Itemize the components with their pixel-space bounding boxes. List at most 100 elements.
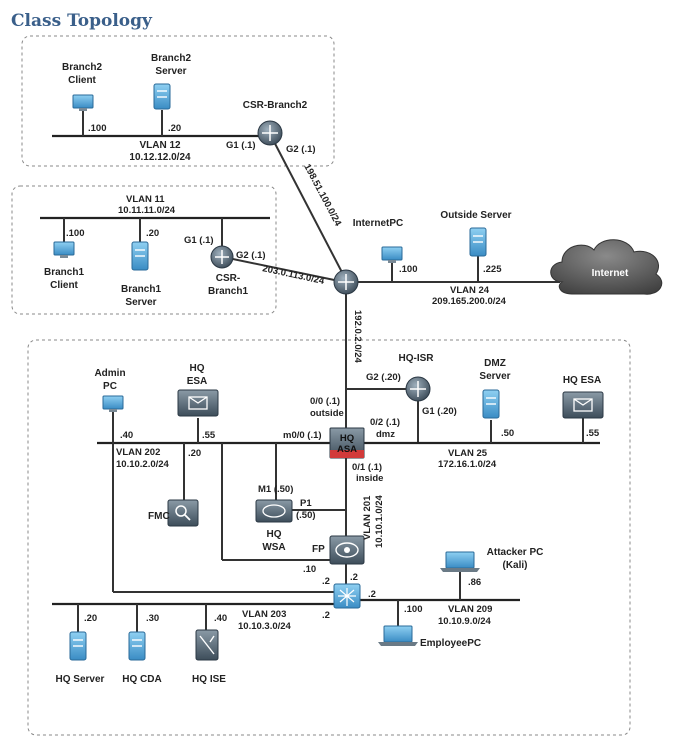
wsa-p1-ip: (.50) <box>296 510 316 521</box>
branch1-server-label-2: Server <box>125 297 156 308</box>
hq-asa-label-2: ASA <box>337 444 357 455</box>
asa-if01-zone: inside <box>356 473 383 484</box>
csr-branch2-g2: G2 (.1) <box>286 144 316 155</box>
csr-branch1-router-icon[interactable] <box>210 245 234 269</box>
vlan12-label: VLAN 12 <box>139 140 181 151</box>
vlan209-label: VLAN 209 <box>448 604 492 615</box>
hq-cda-icon[interactable] <box>128 631 146 661</box>
asa-m00-label: m0/0 (.1) <box>283 430 322 441</box>
employee-pc-label: EmployeePC <box>420 638 481 649</box>
csr-branch2-router-icon[interactable] <box>257 120 283 146</box>
dmz-server-icon[interactable] <box>482 389 500 419</box>
fp-icon[interactable] <box>329 535 365 565</box>
branch1-server-label-1: Branch1 <box>121 284 161 295</box>
branch1-client-ip: .100 <box>66 228 85 239</box>
switch-ip-vlan209: .2 <box>368 589 376 600</box>
hq-esa-right-ip: .55 <box>586 428 600 439</box>
hq-esa-right-icon[interactable] <box>562 391 604 419</box>
branch1-client-label-1: Branch1 <box>44 267 84 278</box>
employee-pc-icon[interactable] <box>378 625 418 646</box>
internet-cloud-label: Internet <box>592 268 629 279</box>
hq-ise-label: HQ ISE <box>192 674 226 685</box>
hq-esa-left-label-1: HQ <box>190 363 205 374</box>
vlan11-label: VLAN 11 <box>126 194 165 205</box>
switch-ip-vlan203: .2 <box>322 610 330 621</box>
branch2-client-ip: .100 <box>88 123 107 134</box>
csr-branch1-label-2: Branch1 <box>208 286 248 297</box>
hq-isr-label: HQ-ISR <box>399 353 435 364</box>
vlan202-subnet: 10.10.2.0/24 <box>116 459 170 470</box>
branch1-client-icon[interactable] <box>53 241 75 258</box>
internet-cloud-icon: Internet <box>550 239 663 295</box>
hq-server-icon[interactable] <box>69 631 87 661</box>
branch2-region <box>21 35 335 167</box>
wsa-m1-label: M1 (.50) <box>258 484 293 495</box>
branch2-client-icon[interactable] <box>72 94 94 111</box>
csr-branch1-g1: G1 (.1) <box>184 235 214 246</box>
branch1-server-icon[interactable] <box>131 241 149 271</box>
vlan202-label: VLAN 202 <box>116 447 160 458</box>
hq-ise-ip: .40 <box>214 613 227 624</box>
admin-pc-label-1: Admin <box>94 368 125 379</box>
hq-wsa-label-2: WSA <box>262 542 285 553</box>
hq-server-label: HQ Server <box>56 674 105 685</box>
hq-asa-icon[interactable]: HQ ASA <box>329 427 365 459</box>
admin-pc-icon[interactable] <box>102 395 124 412</box>
core-router-icon[interactable] <box>333 269 359 295</box>
vlan201-subnet: 10.10.1.0/24 <box>374 494 385 548</box>
attacker-pc-label-2: (Kali) <box>503 560 528 571</box>
dmz-server-label-2: Server <box>479 371 510 382</box>
vlan203-label: VLAN 203 <box>242 609 286 620</box>
outside-server-icon[interactable] <box>469 227 487 257</box>
hq-isr-g2: G2 (.20) <box>366 372 401 383</box>
hq-esa-left-ip: .55 <box>202 430 216 441</box>
vlan203-subnet: 10.10.3.0/24 <box>238 621 292 632</box>
outside-server-ip: .225 <box>483 264 502 275</box>
branch2-client-label-2: Client <box>68 75 96 86</box>
link-branch2-core <box>269 133 347 281</box>
hq-isr-router-icon[interactable] <box>405 376 431 402</box>
hq-switch-icon[interactable] <box>333 583 361 609</box>
link-branch1-subnet: 203.0.113.0/24 <box>261 263 325 287</box>
attacker-pc-ip: .86 <box>468 577 481 588</box>
asa-if00-zone: outside <box>310 408 344 419</box>
asa-if01-label: 0/1 (.1) <box>352 462 382 473</box>
branch2-server-icon[interactable] <box>153 83 171 110</box>
csr-branch2-g1: G1 (.1) <box>226 140 256 151</box>
fmc-label: FMC <box>148 511 170 522</box>
admin-pc-ip: .40 <box>120 430 133 441</box>
branch2-server-label-2: Server <box>155 66 186 77</box>
branch1-client-label-2: Client <box>50 280 78 291</box>
fmc-ip: .20 <box>188 448 201 459</box>
wsa-ip: .10 <box>303 564 316 575</box>
attacker-pc-icon[interactable] <box>440 551 480 572</box>
outside-server-label: Outside Server <box>440 210 511 221</box>
asa-if02-label: 0/2 (.1) <box>370 417 400 428</box>
hq-cda-ip: .30 <box>146 613 159 624</box>
vlan209-subnet: 10.10.9.0/24 <box>438 616 492 627</box>
branch2-server-ip: .20 <box>168 123 181 134</box>
asa-if00-label: 0/0 (.1) <box>310 396 340 407</box>
page-title: Class Topology <box>11 11 153 31</box>
hq-wsa-icon[interactable] <box>255 499 293 523</box>
fmc-icon[interactable] <box>167 499 199 527</box>
link-hq-subnet: 192.0.2.0/24 <box>352 310 363 364</box>
hq-esa-left-label-2: ESA <box>187 376 208 387</box>
fp-label: FP <box>312 544 325 555</box>
vlan201-label: VLAN 201 <box>362 495 373 540</box>
dmz-server-ip: .50 <box>501 428 514 439</box>
hq-region <box>27 339 631 736</box>
hq-esa-left-icon[interactable] <box>177 389 219 417</box>
attacker-pc-label-1: Attacker PC <box>487 547 544 558</box>
csr-branch1-g2: G2 (.1) <box>236 250 266 261</box>
vlan11-subnet: 10.11.11.0/24 <box>118 205 176 216</box>
dmz-server-label-1: DMZ <box>484 358 506 369</box>
internet-pc-label: InternetPC <box>353 218 404 229</box>
switch-ip-fp: .2 <box>350 572 358 583</box>
link-branch1-core <box>227 257 345 283</box>
branch1-server-ip: .20 <box>146 228 159 239</box>
internet-pc-icon[interactable] <box>381 246 403 263</box>
hq-ise-icon[interactable] <box>195 629 219 661</box>
hq-cda-label: HQ CDA <box>122 674 161 685</box>
